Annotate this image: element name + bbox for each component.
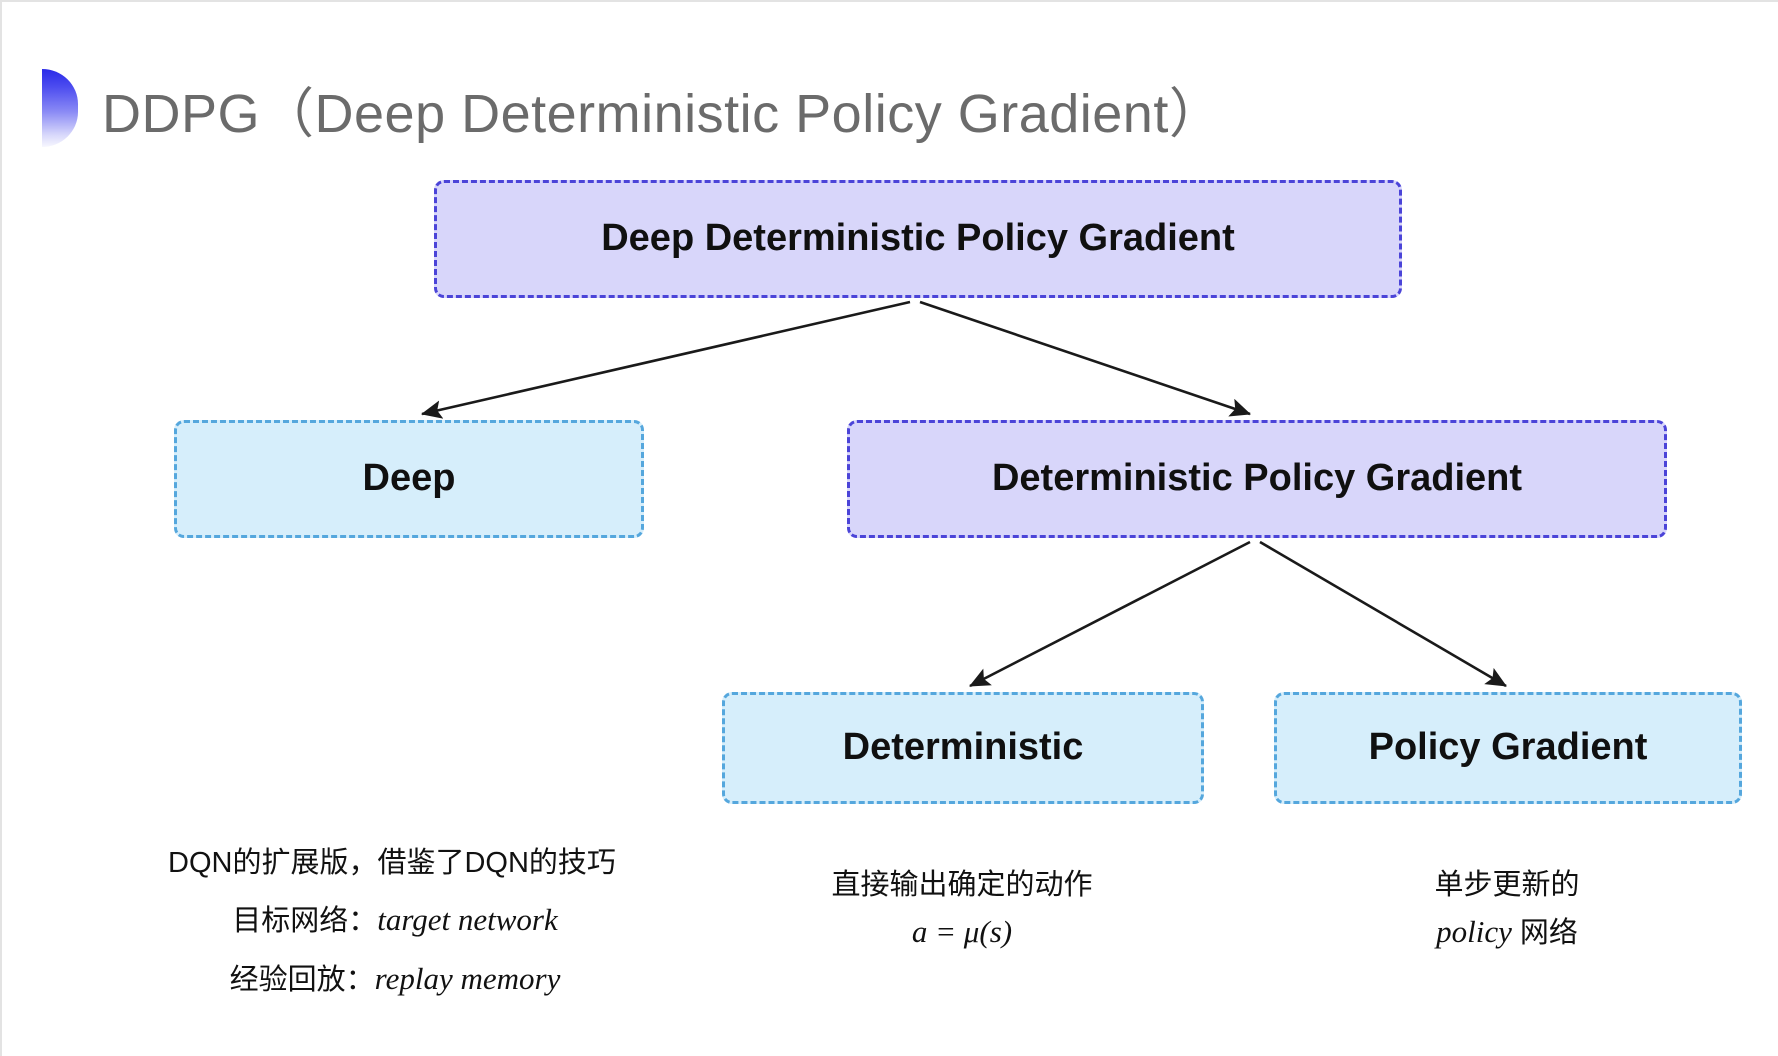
caption-deterministic: 直接输出确定的动作 a = μ(s) — [742, 864, 1182, 959]
node-deterministic-label: Deterministic — [842, 726, 1084, 769]
arrow-dpg-to-policy-gradient — [1259, 540, 1507, 688]
half-circle-gradient-icon — [42, 69, 78, 147]
caption-deep-line1: DQN的扩展版，借鉴了DQN的技巧 — [168, 847, 616, 879]
node-deterministic-policy-gradient[interactable]: Deterministic Policy Gradient — [847, 420, 1667, 538]
caption-deep: DQN的扩展版，借鉴了DQN的技巧 目标网络：target network 经验… — [112, 842, 672, 1016]
arrow-root-to-dpg — [919, 300, 1251, 417]
node-policy-gradient[interactable]: Policy Gradient — [1274, 692, 1742, 804]
arrow-dpg-to-deterministic — [969, 540, 1251, 688]
node-deep-label: Deep — [362, 457, 456, 500]
node-policy-gradient-label: Policy Gradient — [1368, 726, 1648, 769]
caption-deterministic-line1: 直接输出确定的动作 — [831, 869, 1093, 901]
caption-deep-line2: 目标网络：target network — [112, 898, 672, 943]
caption-policy-gradient-suffix: 网络 — [1511, 917, 1578, 950]
arrow-root-to-deep — [420, 300, 911, 419]
caption-policy-gradient: 单步更新的 policy 网络 — [1292, 864, 1722, 959]
page-title: DDPG（Deep Deterministic Policy Gradient） — [102, 83, 1224, 144]
caption-deterministic-formula: a = μ(s) — [911, 914, 1013, 950]
slide-title-bar: DDPG（Deep Deterministic Policy Gradient） — [42, 60, 1223, 156]
caption-policy-gradient-term: policy — [1436, 914, 1512, 950]
caption-deep-line3-label: 经验回放： — [229, 963, 375, 996]
node-root[interactable]: Deep Deterministic Policy Gradient — [434, 180, 1402, 298]
node-deterministic[interactable]: Deterministic — [722, 692, 1204, 804]
caption-deep-line2-label: 目标网络： — [232, 905, 378, 938]
caption-deep-line3-term: replay memory — [374, 960, 561, 996]
node-dpg-label: Deterministic Policy Gradient — [991, 457, 1523, 500]
caption-policy-gradient-line2: policy 网络 — [1292, 910, 1722, 955]
caption-deep-line3: 经验回放：replay memory — [112, 957, 672, 1002]
caption-deep-line2-term: target network — [377, 902, 558, 938]
caption-policy-gradient-line1: 单步更新的 — [1434, 869, 1580, 901]
node-deep[interactable]: Deep — [174, 420, 644, 538]
node-root-label: Deep Deterministic Policy Gradient — [601, 217, 1235, 260]
